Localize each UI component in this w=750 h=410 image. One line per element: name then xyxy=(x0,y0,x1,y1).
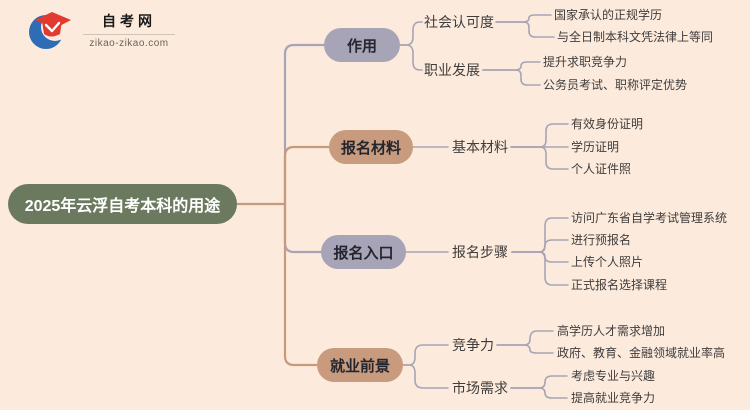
leaf-label: 访问广东省自学考试管理系统 xyxy=(571,211,728,225)
logo-text: 自考网 zikao-zikao.com xyxy=(83,11,175,49)
brand-name: 自考网 xyxy=(102,13,156,29)
branch-node-entry: 报名入口 xyxy=(321,235,406,269)
branch-node-role: 作用 xyxy=(324,28,400,62)
leaf-label: 有效身份证明 xyxy=(571,117,644,131)
leaf-label: 公务员考试、职称评定优势 xyxy=(543,78,688,92)
leaf-label: 个人证件照 xyxy=(571,162,632,176)
leaf-label: 高学历人才需求增加 xyxy=(557,324,666,338)
graduation-cap-icon xyxy=(29,12,71,49)
leaf-label: 提升求职竞争力 xyxy=(543,55,628,69)
sub-topic-competitiveness: 竞争力 xyxy=(452,337,494,353)
logo: 自考网 zikao-zikao.com xyxy=(28,8,175,52)
root-topic: 2025年云浮自考本科的用途 xyxy=(8,184,237,224)
leaf-label: 正式报名选择课程 xyxy=(571,278,668,292)
leaf-label: 进行预报名 xyxy=(571,233,632,247)
leaf-label: 与全日制本科文凭法律上等同 xyxy=(557,30,714,44)
leaf-label: 上传个人照片 xyxy=(571,255,644,269)
leaf-label: 学历证明 xyxy=(571,140,620,154)
sub-topic-signup-steps: 报名步骤 xyxy=(452,244,508,260)
leaf-label: 提高就业竞争力 xyxy=(571,391,656,405)
branch-node-materials: 报名材料 xyxy=(329,130,413,164)
brand-domain: zikao-zikao.com xyxy=(89,38,169,49)
leaf-label: 考虑专业与兴趣 xyxy=(571,369,656,383)
sub-topic-career-development: 职业发展 xyxy=(424,62,480,78)
sub-topic-social-recognition: 社会认可度 xyxy=(424,14,494,30)
sub-topic-market-demand: 市场需求 xyxy=(452,380,508,396)
leaf-label: 国家承认的正规学历 xyxy=(554,8,663,22)
sub-topic-basic-materials: 基本材料 xyxy=(452,139,508,155)
logo-divider xyxy=(83,34,175,35)
leaf-label: 政府、教育、金融领域就业率高 xyxy=(557,346,726,360)
branch-node-prospects: 就业前景 xyxy=(317,348,403,382)
